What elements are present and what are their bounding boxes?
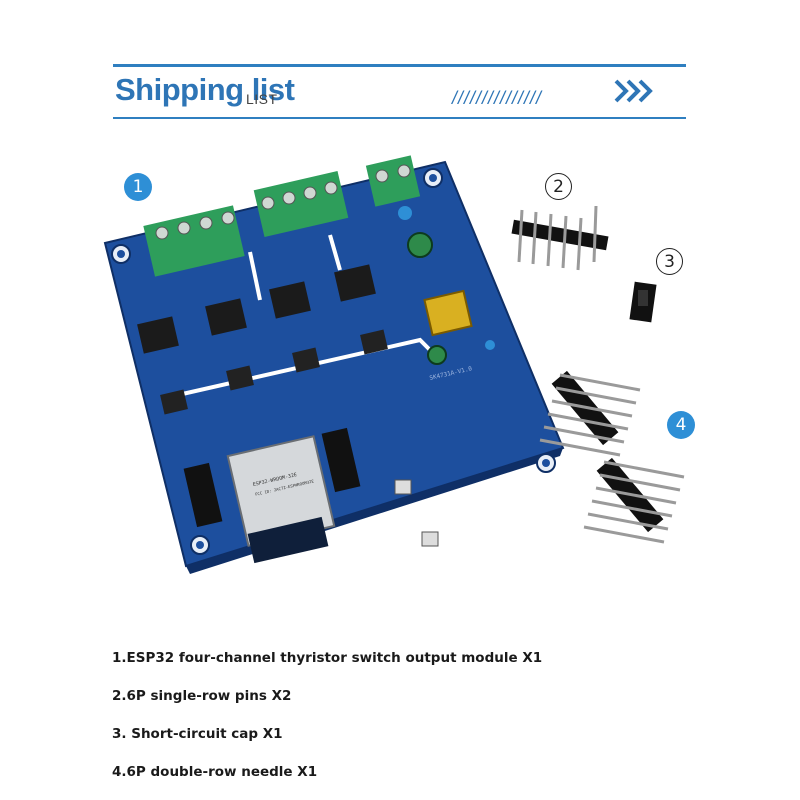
badge-2: 2: [545, 173, 572, 200]
double-row-pins-image-a: [539, 370, 641, 457]
header-top-rule: [113, 64, 686, 67]
badge-4: 4: [667, 411, 695, 439]
pcb-board-image: ESP32-WROOM-32E FCC ID: 2AC7Z-ESPWROOM32…: [103, 155, 685, 574]
page-title: Shipping list: [115, 72, 295, 107]
double-chevron-icon: [614, 79, 653, 103]
header-bottom-rule: [113, 117, 686, 119]
single-row-pins-image: [511, 205, 609, 271]
list-item: 3. Short-circuit cap X1: [112, 726, 283, 742]
badge-3: 3: [656, 248, 683, 275]
terminal-block-middle: [253, 170, 349, 238]
page-subtitle: LIST: [246, 91, 278, 107]
list-item: 2.6P single-row pins X2: [112, 688, 292, 704]
terminal-block-left: [143, 205, 245, 277]
hatch-decoration: ///////////////: [452, 88, 543, 108]
jumper-cap-image: [629, 281, 657, 323]
double-row-pins-image-b: [583, 457, 685, 544]
list-item: 1.ESP32 four-channel thyristor switch ou…: [112, 650, 543, 666]
terminal-block-right: [365, 155, 421, 207]
badge-1: 1: [124, 173, 152, 201]
esp32-module: ESP32-WROOM-32E FCC ID: 2AC7Z-ESPWROOM32…: [226, 435, 336, 564]
list-item: 4.6P double-row needle X1: [112, 764, 318, 780]
